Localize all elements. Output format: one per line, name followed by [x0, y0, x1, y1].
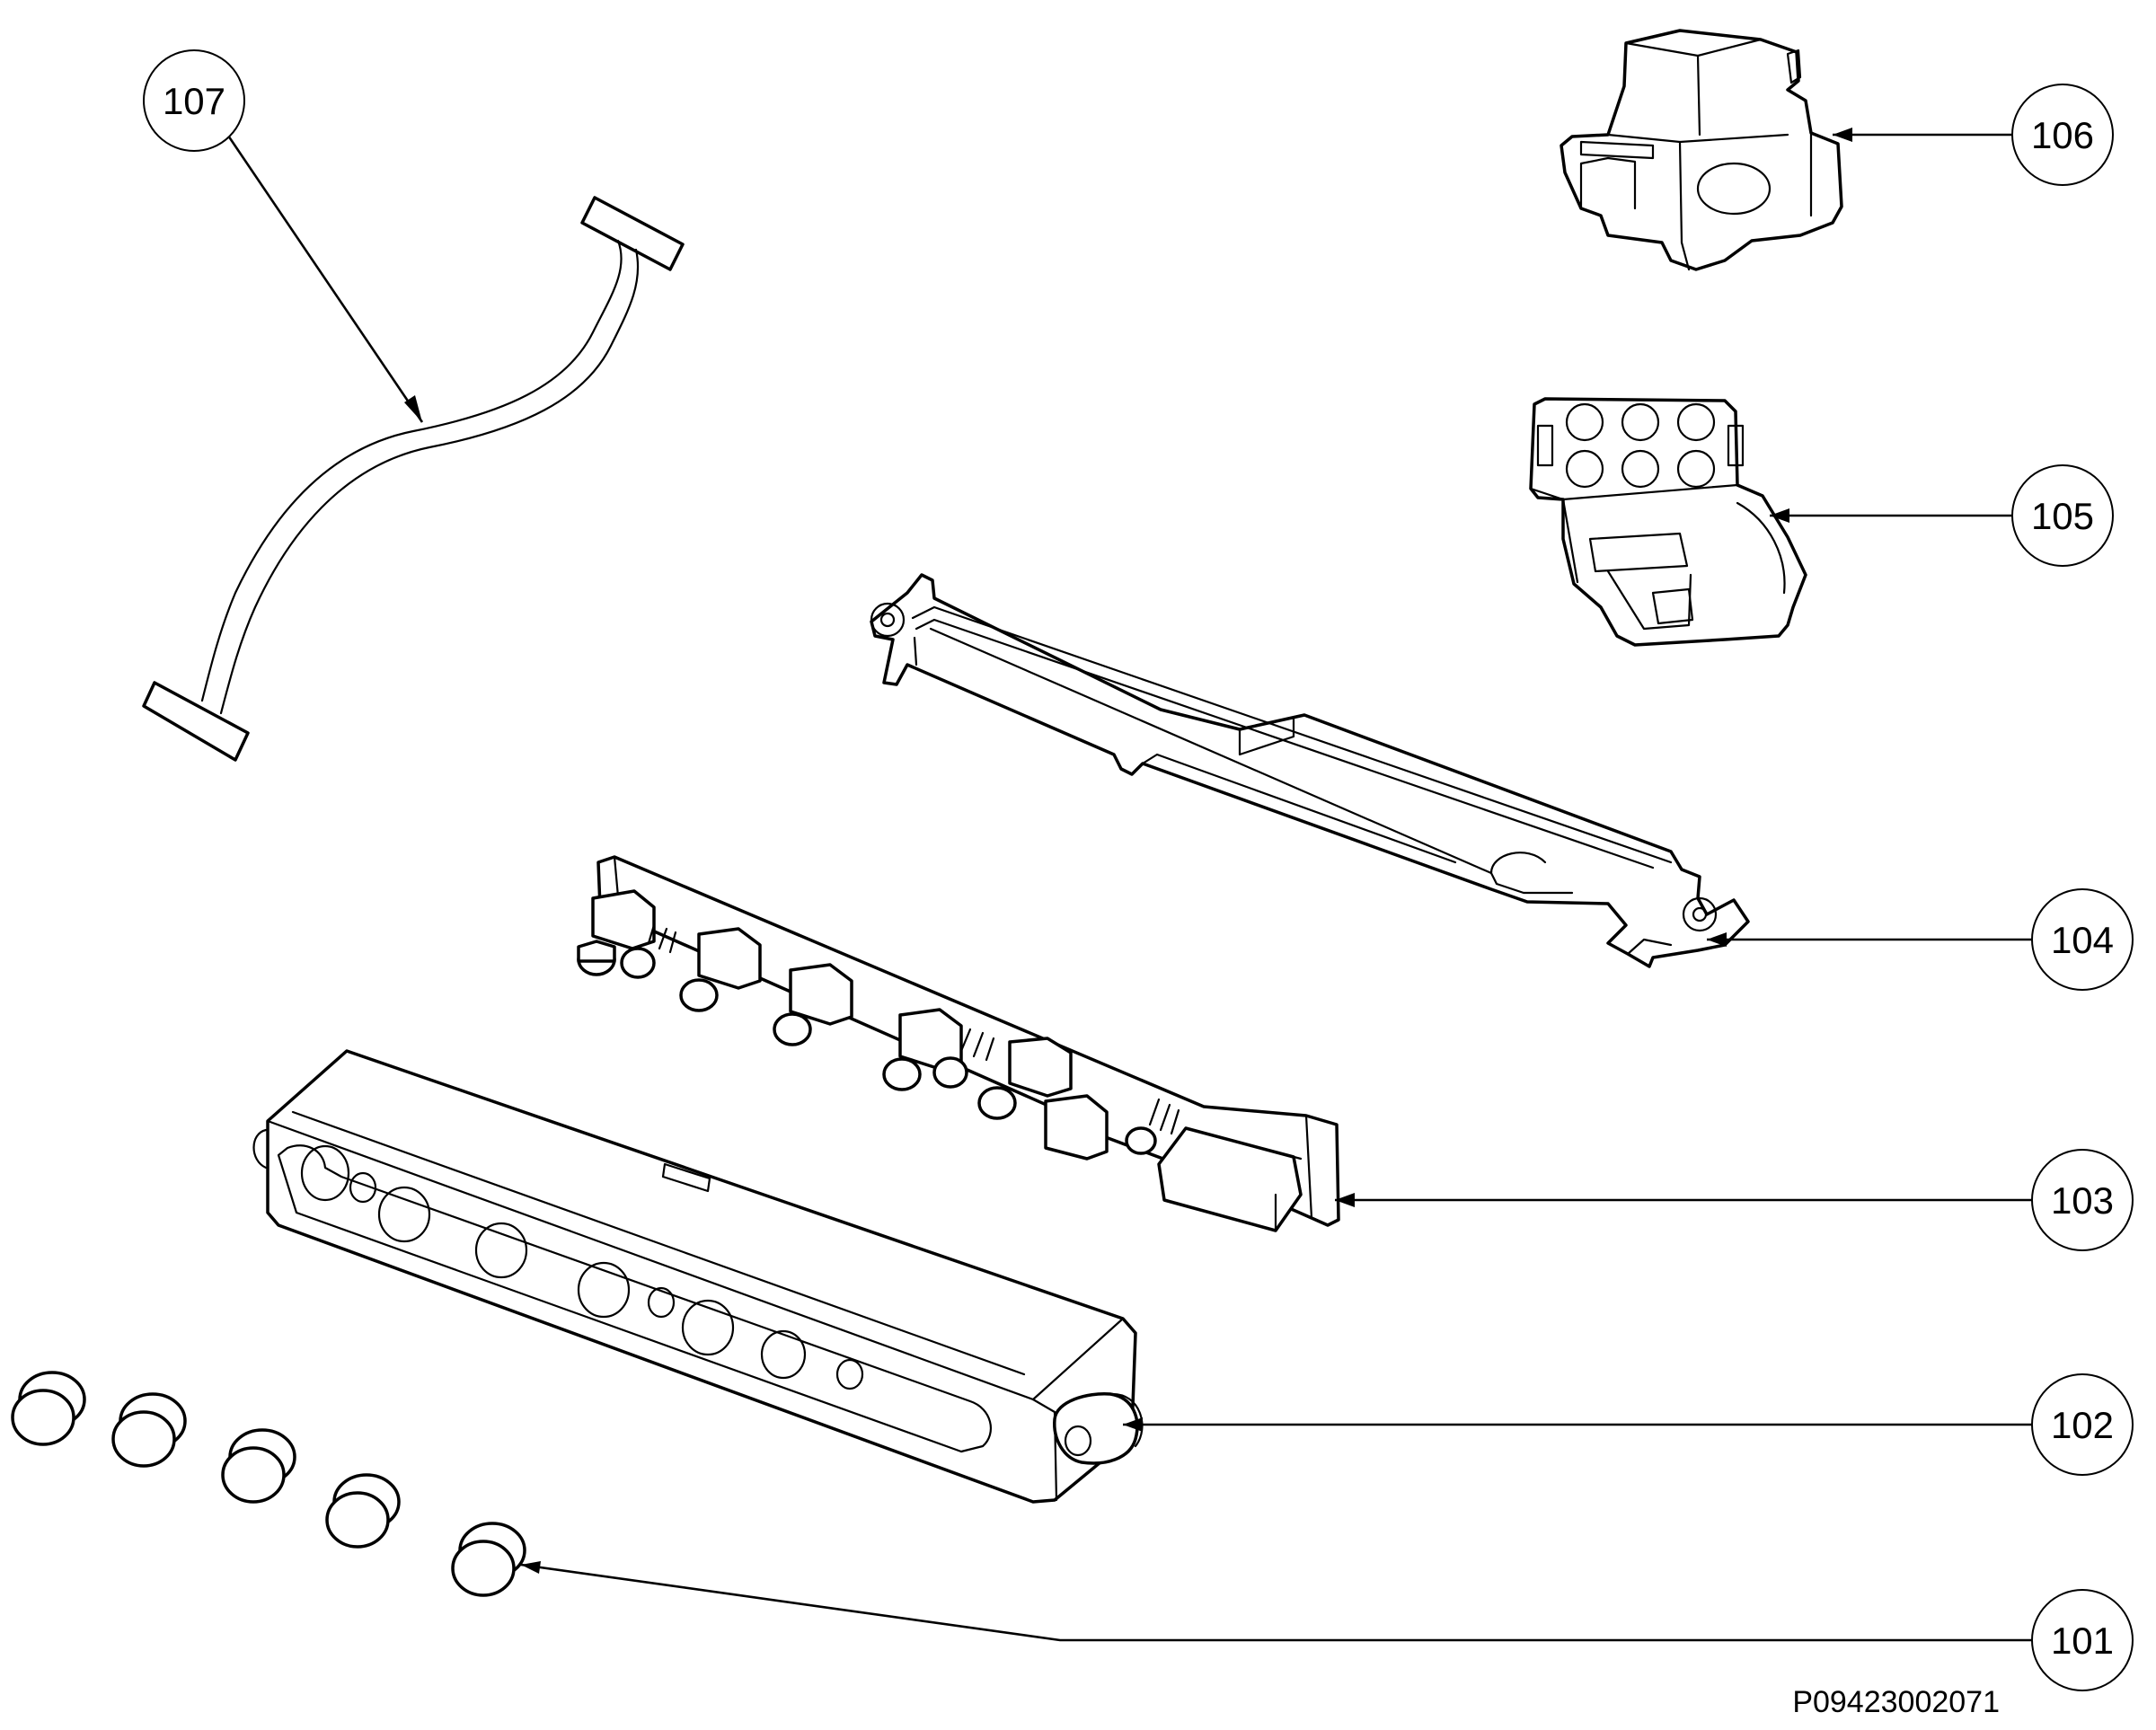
drawing-number: P09423002071 — [1792, 1685, 2000, 1719]
leader-101 — [520, 1563, 2034, 1642]
callout-106: 106 — [2011, 84, 2114, 186]
part-102-housing — [252, 1049, 1144, 1504]
button-cap-3 — [221, 1428, 296, 1504]
button-cap-1 — [11, 1371, 86, 1446]
button-cap-5 — [451, 1522, 526, 1597]
callout-label-105: 105 — [2031, 495, 2094, 537]
callout-105: 105 — [2011, 464, 2114, 567]
callout-102: 102 — [2031, 1373, 2134, 1476]
callout-label-103: 103 — [2051, 1179, 2114, 1222]
button-cap-2 — [111, 1392, 187, 1468]
part-101-button-caps — [11, 1371, 526, 1597]
part-107-wire-harness — [142, 196, 685, 762]
callout-104: 104 — [2031, 888, 2134, 991]
part-105-6-pin-connector — [1529, 397, 1807, 647]
part-103-pcb-board — [577, 855, 1340, 1232]
button-cap-4 — [325, 1473, 401, 1549]
leader-107 — [225, 132, 424, 423]
part-106-connector-clip — [1560, 29, 1843, 271]
callout-103: 103 — [2031, 1149, 2134, 1251]
callout-107: 107 — [143, 49, 245, 152]
callout-label-102: 102 — [2051, 1404, 2114, 1446]
callout-label-104: 104 — [2051, 919, 2114, 961]
part-104-frame — [870, 573, 1750, 968]
leader-lines — [225, 128, 2034, 1642]
callout-label-106: 106 — [2031, 114, 2094, 156]
callout-label-107: 107 — [163, 80, 225, 122]
callout-101: 101 — [2031, 1589, 2134, 1691]
callout-label-101: 101 — [2051, 1620, 2114, 1662]
